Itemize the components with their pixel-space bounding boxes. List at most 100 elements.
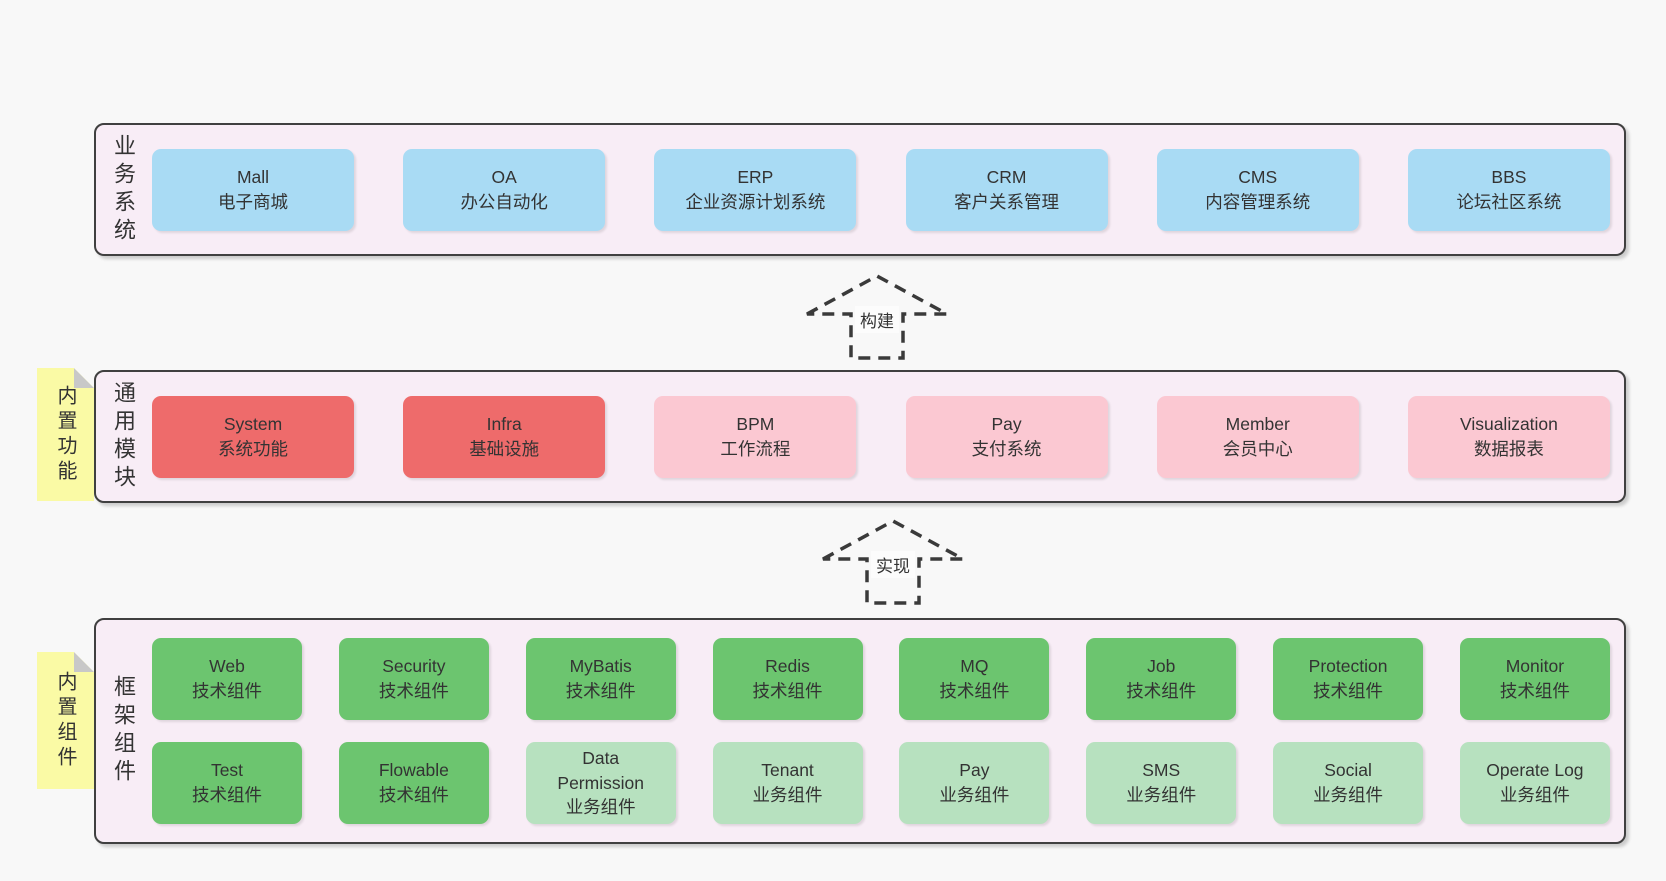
box-operate-log: Operate Log 业务组件: [1459, 742, 1610, 824]
business-systems-section: 业务系统 Mall 电子商城 OA 办公自动化 ERP 企业资源计划系统 CRM…: [94, 123, 1626, 256]
box-title: Flowable: [378, 760, 449, 781]
box-title: Social: [1324, 760, 1372, 781]
box-title: BPM: [736, 413, 775, 434]
note-builtin-components: 内置组件: [37, 652, 94, 789]
box-title: CMS: [1238, 166, 1278, 187]
box-protection: Protection 技术组件: [1273, 638, 1424, 720]
box-title: MQ: [960, 656, 989, 677]
box-subtitle: 业务组件: [1126, 785, 1197, 805]
business-systems-label: 业务系统: [111, 133, 136, 246]
framework-components-row-1: Web 技术组件 Security 技术组件 MyBatis 技术组件 Redi…: [152, 638, 1610, 720]
box-title: Job: [1147, 656, 1176, 677]
box-subtitle: 技术组件: [752, 681, 823, 701]
box-title: Monitor: [1505, 656, 1565, 677]
note-builtin-features: 内置功能: [37, 368, 94, 501]
common-modules-row: System 系统功能 Infra 基础设施 BPM 工作流程 Pay 支付系统…: [152, 395, 1610, 478]
box-mybatis: MyBatis 技术组件: [525, 638, 676, 720]
box-member: Member 会员中心: [1156, 395, 1359, 478]
box-title: Redis: [765, 656, 810, 677]
box-subtitle: 企业资源计划系统: [685, 191, 826, 212]
box-title: OA: [491, 166, 517, 187]
box-subtitle: 技术组件: [378, 681, 449, 701]
box-subtitle: 技术组件: [1499, 681, 1570, 701]
box-subtitle: 业务组件: [939, 785, 1010, 805]
box-bpm: BPM 工作流程: [654, 395, 857, 478]
box-infra: Infra 基础设施: [403, 395, 606, 478]
box-visualization: Visualization 数据报表: [1407, 395, 1610, 478]
box-subtitle: 技术组件: [192, 785, 262, 805]
box-subtitle: 技术组件: [939, 681, 1010, 701]
box-subtitle: 技术组件: [1313, 681, 1384, 701]
box-title: Mall: [236, 166, 270, 187]
framework-components-row-2: Test 技术组件 Flowable 技术组件 Data Permission …: [152, 742, 1610, 824]
box-crm: CRM 客户关系管理: [905, 148, 1108, 231]
box-mall: Mall 电子商城: [152, 148, 354, 231]
box-subtitle: 数据报表: [1473, 438, 1544, 459]
box-pay-module: Pay 支付系统: [905, 395, 1108, 478]
box-subtitle: 办公自动化: [460, 191, 548, 212]
box-data-permission: Data Permission 业务组件: [525, 742, 676, 824]
box-social: Social 业务组件: [1273, 742, 1424, 824]
box-title: Tenant: [761, 760, 814, 781]
box-cms: CMS 内容管理系统: [1156, 148, 1359, 231]
box-subtitle: 基础设施: [469, 438, 540, 459]
box-title: ERP: [737, 166, 774, 187]
arrow-build-label: 构建: [855, 306, 899, 333]
framework-components-label: 框架组件: [111, 675, 136, 787]
box-title: Operate Log: [1486, 760, 1584, 781]
box-title: Data Permission: [557, 747, 644, 793]
arrow-implement-label: 实现: [871, 551, 915, 578]
box-subtitle: 技术组件: [565, 681, 636, 701]
box-subtitle: 支付系统: [971, 438, 1042, 459]
box-security: Security 技术组件: [338, 638, 489, 720]
framework-components-boxes: Web 技术组件 Security 技术组件 MyBatis 技术组件 Redi…: [152, 620, 1610, 842]
box-subtitle: 系统功能: [218, 438, 288, 459]
box-job: Job 技术组件: [1086, 638, 1237, 720]
box-system: System 系统功能: [152, 395, 354, 478]
box-sms: SMS 业务组件: [1086, 742, 1237, 824]
box-pay-component: Pay 业务组件: [899, 742, 1050, 824]
box-subtitle: 论坛社区系统: [1456, 191, 1562, 212]
box-title: BBS: [1491, 166, 1527, 187]
arrow-up-dashed-icon: [822, 519, 964, 605]
box-title: CRM: [986, 166, 1027, 187]
box-subtitle: 内容管理系统: [1205, 191, 1311, 212]
arrow-build: 构建: [802, 273, 952, 361]
common-modules-label: 通用模块: [111, 380, 136, 493]
box-subtitle: 会员中心: [1222, 438, 1293, 459]
box-oa: OA 办公自动化: [403, 148, 606, 231]
box-title: Protection: [1308, 656, 1388, 677]
box-test: Test 技术组件: [152, 742, 302, 824]
box-monitor: Monitor 技术组件: [1459, 638, 1610, 720]
framework-components-section: 框架组件 Web 技术组件 Security 技术组件 MyBatis 技术组件…: [94, 618, 1626, 844]
box-title: Member: [1225, 413, 1290, 434]
box-subtitle: 技术组件: [192, 681, 262, 701]
box-subtitle: 技术组件: [378, 785, 449, 805]
box-subtitle: 业务组件: [752, 785, 823, 805]
box-redis: Redis 技术组件: [712, 638, 863, 720]
box-subtitle: 客户关系管理: [954, 191, 1060, 212]
box-subtitle: 工作流程: [720, 438, 791, 459]
common-modules-section: 通用模块 System 系统功能 Infra 基础设施 BPM 工作流程 Pay…: [94, 370, 1626, 503]
box-subtitle: 业务组件: [1499, 785, 1570, 805]
box-title: Web: [209, 656, 245, 677]
box-title: System: [223, 413, 283, 434]
box-title: Pay: [959, 760, 990, 781]
box-title: SMS: [1142, 760, 1181, 781]
box-flowable: Flowable 技术组件: [338, 742, 489, 824]
common-modules-boxes: System 系统功能 Infra 基础设施 BPM 工作流程 Pay 支付系统…: [152, 372, 1610, 501]
box-title: Test: [210, 760, 244, 781]
box-title: Infra: [486, 413, 522, 434]
arrow-implement: 实现: [818, 518, 968, 606]
box-mq: MQ 技术组件: [899, 638, 1050, 720]
arrow-up-dashed-icon: [806, 274, 948, 360]
box-subtitle: 电子商城: [218, 191, 288, 212]
business-systems-row: Mall 电子商城 OA 办公自动化 ERP 企业资源计划系统 CRM 客户关系…: [152, 148, 1610, 231]
box-erp: ERP 企业资源计划系统: [654, 148, 857, 231]
box-title: Security: [382, 656, 446, 677]
box-web: Web 技术组件: [152, 638, 302, 720]
box-subtitle: 业务组件: [1313, 785, 1384, 805]
box-title: Pay: [991, 413, 1022, 434]
box-tenant: Tenant 业务组件: [712, 742, 863, 824]
business-systems-boxes: Mall 电子商城 OA 办公自动化 ERP 企业资源计划系统 CRM 客户关系…: [152, 125, 1610, 254]
